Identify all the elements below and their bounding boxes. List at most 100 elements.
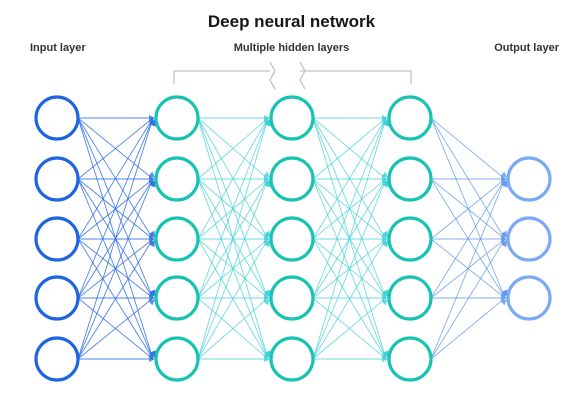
connections [77, 115, 508, 362]
hidden-neuron [154, 216, 200, 262]
arrowhead [382, 356, 388, 362]
connection-line [197, 238, 269, 360]
arrowhead [264, 176, 270, 182]
arrowhead [148, 299, 155, 306]
connection-line [312, 117, 387, 299]
arrowhead [148, 231, 155, 238]
connection-line [197, 117, 269, 360]
arrowhead [500, 231, 507, 238]
hidden-neuron [269, 156, 315, 202]
input-layer-label: Input layer [30, 42, 86, 54]
connection-line [430, 238, 506, 360]
arrowhead [501, 180, 508, 188]
arrowhead [501, 240, 507, 248]
connection-line [430, 178, 506, 299]
arrowhead [381, 290, 388, 297]
connection-line [77, 117, 154, 180]
arrowhead [263, 171, 270, 178]
connection-line [77, 117, 154, 240]
hidden-neuron [387, 275, 433, 321]
hidden-neuron [154, 336, 200, 382]
arrowhead [381, 171, 388, 178]
connection-line [312, 117, 387, 240]
arrowhead [148, 171, 155, 178]
hidden-neuron [387, 156, 433, 202]
arrowhead [264, 115, 270, 121]
output-neuron [506, 216, 552, 262]
arrowhead [150, 119, 157, 127]
connection-line [197, 117, 269, 240]
arrowhead [149, 240, 155, 248]
hidden-neuron [387, 95, 433, 141]
hidden-layers-bracket [173, 61, 412, 90]
connection-line [312, 117, 387, 180]
connection-line [430, 117, 506, 240]
arrowhead [382, 295, 388, 301]
break-mark [269, 61, 276, 90]
hidden-neuron [154, 95, 200, 141]
hidden-neuron [387, 216, 433, 262]
arrowhead [263, 299, 270, 306]
input-neuron [34, 275, 80, 321]
connection-line [430, 178, 506, 240]
connection-line [312, 238, 387, 360]
hidden-neuron [387, 336, 433, 382]
bracket-line [173, 70, 412, 84]
arrowhead [381, 351, 388, 358]
connection-line [77, 117, 154, 299]
connection-line [312, 178, 387, 360]
arrowhead [500, 290, 507, 297]
output-neuron [506, 156, 552, 202]
arrowhead [264, 295, 270, 301]
arrowhead [381, 299, 388, 306]
arrowhead [382, 180, 389, 188]
output-layer-label: Output layer [494, 42, 559, 54]
connection-line [430, 117, 506, 180]
connection-line [77, 178, 154, 360]
input-neuron [34, 336, 80, 382]
arrowhead [500, 299, 507, 306]
connection-line [430, 297, 506, 360]
arrowhead [148, 290, 155, 297]
diagram-title: Deep neural network [207, 12, 376, 31]
hidden-neuron [154, 156, 200, 202]
arrowhead [500, 171, 507, 178]
arrowhead [264, 356, 270, 362]
arrowhead [264, 236, 270, 242]
output-neuron [506, 275, 552, 321]
connection-line [197, 117, 269, 299]
input-neuron [34, 216, 80, 262]
arrowhead [264, 240, 270, 248]
connection-line [77, 238, 154, 360]
connection-line [197, 117, 269, 180]
break-mark [299, 61, 306, 90]
hidden-neuron [154, 275, 200, 321]
arrowhead [148, 351, 155, 358]
connection-line [77, 297, 154, 360]
connection-line [197, 178, 269, 360]
arrowhead [149, 356, 155, 362]
input-neuron [34, 156, 80, 202]
arrowhead [263, 290, 270, 297]
arrowhead [263, 231, 270, 238]
hidden-neuron [269, 275, 315, 321]
arrowhead [263, 351, 270, 358]
arrowhead [381, 231, 388, 238]
arrowhead [382, 115, 388, 121]
neurons [34, 95, 552, 382]
connection-line [312, 117, 387, 360]
connection-line [430, 178, 506, 360]
arrowhead [382, 240, 388, 248]
input-neuron [34, 95, 80, 141]
hidden-neuron [269, 95, 315, 141]
connection-line [197, 297, 269, 360]
connection-line [312, 297, 387, 360]
hidden-neuron [269, 216, 315, 262]
connection-line [430, 117, 506, 299]
connection-line [77, 117, 154, 360]
hidden-neuron [269, 336, 315, 382]
hidden-layers-label: Multiple hidden layers [233, 42, 350, 54]
arrowhead [265, 180, 271, 188]
arrowhead [149, 180, 156, 188]
